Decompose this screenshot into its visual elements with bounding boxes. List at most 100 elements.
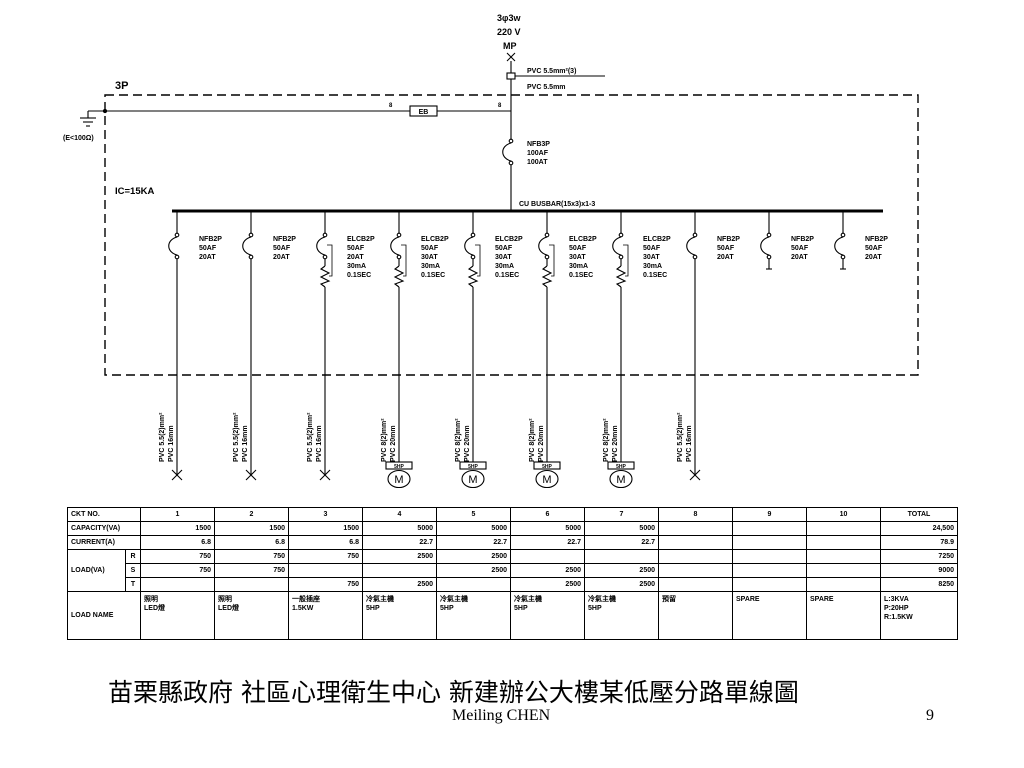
breaker-rating-label: 50AF [717, 245, 735, 252]
cable-spec-label: PVC 8(2)mm² [381, 418, 388, 462]
main-breaker-trip-label: 100AT [527, 159, 548, 166]
breaker-contact [248, 232, 254, 238]
load-value-cell: 2500 [584, 563, 659, 578]
leakage-sensor-coil [319, 265, 331, 288]
load-value-cell [362, 563, 437, 578]
breaker-rating-label: 0.1SEC [421, 272, 445, 279]
motor-letter: M [394, 474, 403, 486]
breaker-contact [508, 138, 514, 144]
load-value-cell: 2500 [436, 549, 511, 564]
breaker-rating-label: 20AT [199, 254, 216, 261]
slide-title: 苗栗縣政府 社區心理衛生中心 新建辦公大樓某低壓分路單線圖 [108, 678, 799, 707]
capacity-value-cell [806, 521, 881, 536]
ground-resistance-label: (E<100Ω) [63, 135, 94, 142]
breaker-rating-label: 30AT [421, 254, 438, 261]
breaker-rating-label: 30AT [643, 254, 660, 261]
breaker-rating-label: 30mA [347, 263, 366, 270]
motor-tag-box [459, 461, 487, 470]
meter-point-label: MP [503, 41, 517, 51]
leakage-trip-link [623, 244, 629, 277]
breaker-rating-label: 50AF [199, 245, 217, 252]
cable-end-cross-icon [171, 469, 183, 481]
motor-tag-label: 5HP [468, 464, 478, 470]
breaker-rating-label: 50AF [569, 245, 587, 252]
load-name-line: SPARE [810, 596, 834, 603]
breaker-rating-label: 30AT [569, 254, 586, 261]
branch-circuits: NFB2P 50AF 20AT PVC 5.5(2)mm² PVC 16mm NFB2P 5… [159, 211, 888, 489]
current-value-cell [732, 535, 807, 550]
nfb-breaker-icon [760, 232, 772, 260]
slide-author: Meiling CHEN [452, 707, 551, 724]
main-breaker-type-label: NFB3P [527, 141, 550, 148]
motor-tag-box [607, 461, 635, 470]
breaker-rating-label: NFB2P [791, 236, 814, 243]
phase-cell: R [125, 549, 141, 564]
ground-symbol-icon [80, 111, 96, 127]
load-value-cell [732, 563, 807, 578]
breaker-arc [242, 236, 252, 256]
breaker-contact [322, 232, 328, 238]
cable-spec-label: PVC 20mm [390, 425, 397, 462]
motor-icon: 5HP M [385, 461, 413, 489]
breaker-contact [396, 232, 402, 238]
load-value-cell [806, 563, 881, 578]
cable-end-cross-icon [689, 469, 701, 481]
breaker-rating-label: 20AT [273, 254, 290, 261]
motor-letter: M [616, 474, 625, 486]
cable-spec-label: PVC 16mm [316, 425, 323, 462]
leakage-sensor-coil [467, 265, 479, 288]
motor-icon: 5HP M [607, 461, 635, 489]
breaker-arc [538, 236, 548, 256]
load-value-cell: 750 [288, 577, 363, 592]
cable-spec-label: PVC 5.5(2)mm² [233, 412, 240, 462]
ground-wire-size-label: 8 [498, 103, 502, 109]
single-line-diagram: 3φ3w 220 V MP PVC 5.5mm²(3) PVC 5.5mm 3P… [63, 13, 919, 489]
cross-stroke [319, 469, 331, 481]
nfb-breaker-icon [242, 232, 254, 260]
breaker-rating-label: NFB2P [273, 236, 296, 243]
feeder-cable-tap-box [506, 72, 516, 80]
meter-cross-icon [506, 52, 516, 62]
load-name-line: SPARE [736, 596, 760, 603]
feeder-cable-label: PVC 5.5mm²(3) [527, 68, 576, 75]
leakage-sensor-coil [541, 265, 553, 288]
interrupt-capacity-label: IC=15KA [115, 186, 154, 197]
motor-tag-label: 5HP [616, 464, 626, 470]
elcb-breaker-icon [316, 232, 333, 288]
breaker-contact [692, 254, 698, 260]
load-summary-line: P:20HP [884, 605, 909, 612]
current-value-cell: 6.8 [288, 535, 363, 550]
breaker-rating-label: 20AT [865, 254, 882, 261]
cable-spec-label: PVC 20mm [612, 425, 619, 462]
circuit-number-cell: 7 [584, 507, 659, 522]
capacity-value-cell: 1500 [214, 521, 289, 536]
elcb-breaker-icon [390, 232, 407, 288]
breaker-contact [470, 232, 476, 238]
breaker-rating-label: 30mA [569, 263, 588, 270]
breaker-rating-label: NFB2P [865, 236, 888, 243]
nfb-breaker-icon [834, 232, 846, 260]
capacity-value-cell: 5000 [362, 521, 437, 536]
load-value-cell: 2500 [436, 563, 511, 578]
cable-spec-label: PVC 5.5(2)mm² [677, 412, 684, 462]
load-name-line: LED燈 [144, 605, 165, 612]
capacity-value-cell: 1500 [288, 521, 363, 536]
cable-spec-label: PVC 8(2)mm² [529, 418, 536, 462]
motor-tag-label: 5HP [394, 464, 404, 470]
breaker-rating-label: 50AF [421, 245, 439, 252]
circuit-number-cell: 5 [436, 507, 511, 522]
ground-wire-size-label: 8 [389, 103, 393, 109]
load-name-line: 1.5KW [292, 605, 314, 612]
